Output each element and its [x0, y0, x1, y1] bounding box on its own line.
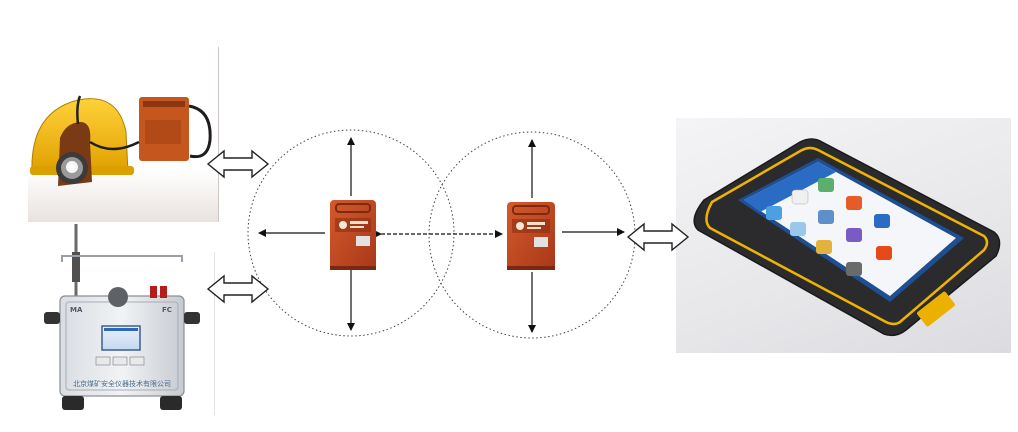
- double-arrow-right: [626, 222, 690, 252]
- radial-arrows-right: [528, 139, 625, 333]
- tablet-app-icons: [766, 178, 892, 276]
- double-arrow-top-left: [206, 149, 270, 179]
- substation-caption: 北京煤矿安全仪器技术有限公司: [73, 380, 171, 388]
- monitoring-substation: [44, 224, 200, 410]
- double-arrow-bottom-left: [206, 274, 270, 304]
- badge-right: FC: [162, 306, 172, 314]
- handheld-tablet: [693, 138, 1001, 337]
- radial-arrows-left: [258, 137, 355, 331]
- relay-node-left: [330, 200, 376, 270]
- badge-left: MA: [70, 306, 83, 314]
- cap-lamp-unit: [30, 95, 212, 186]
- relay-node-right: [507, 202, 555, 270]
